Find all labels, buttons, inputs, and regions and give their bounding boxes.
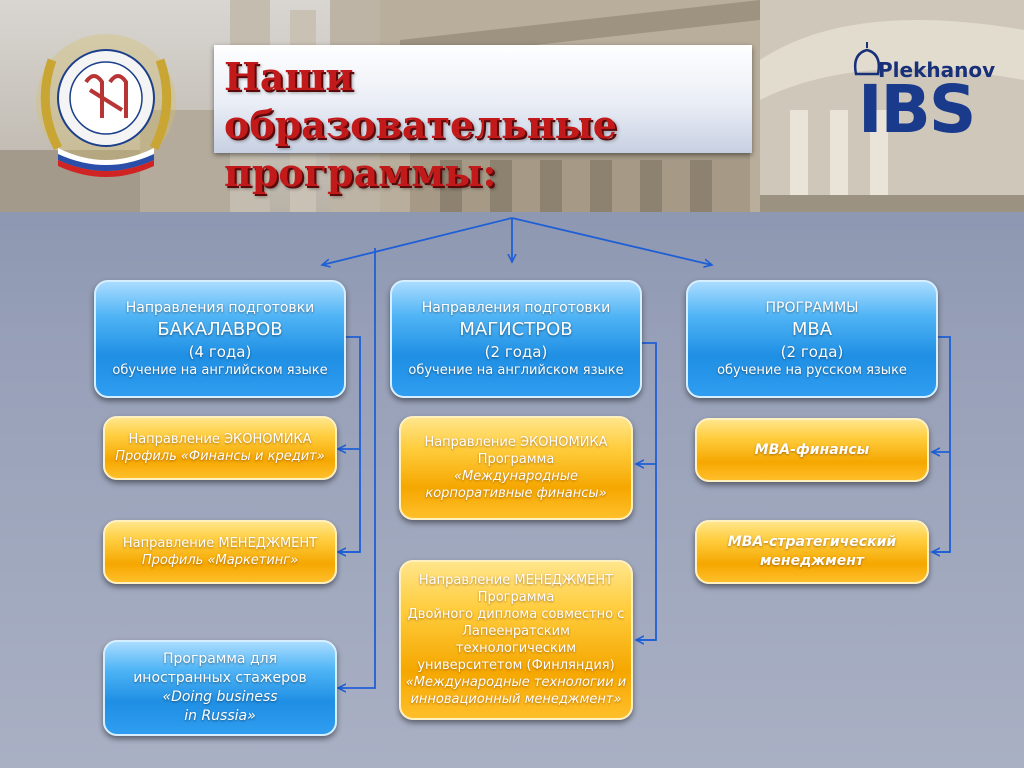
masters-management-line2: Программа (477, 590, 555, 605)
mba-strategic-line2: менеджмент (759, 553, 865, 569)
ibs-logo: Plekhanov IBS (850, 40, 1000, 156)
mba-strategic-line1: MBA-стратегический (727, 534, 897, 550)
header-banner: Наши образовательные программы: Plekhano… (0, 0, 1024, 212)
foreign-interns-line2: иностранных стажеров (133, 670, 307, 686)
masters-economics-line1: Направление ЭКОНОМИКА (424, 435, 608, 450)
masters-economics-line4: корпоративные финансы» (425, 486, 607, 501)
foreign-interns-line1: Программа для (162, 651, 277, 667)
bachelors-economics-box: Направление ЭКОНОМИКА Профиль «Финансы и… (103, 416, 337, 480)
dome-icon (853, 42, 881, 76)
mba-line4: обучение на русском языке (717, 363, 907, 378)
masters-economics-line2: Программа (477, 452, 555, 467)
masters-line3: (2 года) (484, 343, 548, 361)
mba-finance-line1: MBA-финансы (754, 441, 870, 458)
bachelors-line3: (4 года) (188, 343, 252, 361)
bachelors-header-box: Направления подготовки БАКАЛАВРОВ (4 год… (94, 280, 346, 398)
foreign-interns-line3: «Doing business (162, 689, 278, 705)
connector-top-right (511, 217, 712, 265)
masters-management-line1: Направление МЕНЕДЖМЕНТ (418, 573, 614, 588)
bachelors-management-line1: Направление МЕНЕДЖМЕНТ (122, 536, 318, 551)
foreign-interns-box: Программа для иностранных стажеров «Doin… (103, 640, 337, 736)
mba-line3: (2 года) (780, 343, 844, 361)
masters-line4: обучение на английском языке (408, 363, 624, 378)
title-box: Наши образовательные программы: (214, 45, 752, 195)
masters-header-box: Направления подготовки МАГИСТРОВ (2 года… (390, 280, 642, 398)
mba-line2: MBA (791, 319, 833, 340)
brand-abbr: IBS (858, 71, 976, 148)
page-title: Наши образовательные программы: (224, 54, 617, 195)
mba-line1: ПРОГРАММЫ (765, 300, 859, 316)
mba-strategic-box: MBA-стратегический менеджмент (695, 520, 929, 584)
masters-management-line7: инновационный менеджмент» (410, 692, 622, 707)
bachelors-line1: Направления подготовки (125, 300, 315, 316)
brand-name: Plekhanov (878, 58, 996, 82)
mba-header-box: ПРОГРАММЫ MBA (2 года) обучение на русск… (686, 280, 938, 398)
masters-management-box: Направление МЕНЕДЖМЕНТ Программа Двойног… (399, 560, 633, 720)
foreign-interns-line4: in Russia» (184, 708, 256, 724)
bachelors-line2: БАКАЛАВРОВ (157, 319, 283, 340)
masters-management-line4: Лапеенратским технологическим (455, 624, 577, 656)
connector-foreign (338, 248, 376, 688)
bachelors-management-box: Направление МЕНЕДЖМЕНТ Профиль «Маркетин… (103, 520, 337, 584)
university-emblem (36, 34, 176, 177)
masters-line1: Направления подготовки (421, 300, 611, 316)
mba-finance-box: MBA-финансы (695, 418, 929, 482)
masters-management-line6: «Международные технологии и (405, 675, 627, 690)
bachelors-economics-line1: Направление ЭКОНОМИКА (128, 432, 312, 447)
bachelors-management-line2: Профиль «Маркетинг» (141, 553, 299, 568)
masters-management-line3: Двойного диплома совместно с (407, 607, 625, 622)
masters-management-line5: университетом (Финляндия) (417, 658, 615, 673)
bachelors-economics-line2: Профиль «Финансы и кредит» (115, 449, 325, 464)
masters-line2: МАГИСТРОВ (459, 319, 573, 340)
bachelors-line4: обучение на английском языке (112, 363, 328, 378)
connector-top-left (322, 217, 513, 265)
masters-economics-box: Направление ЭКОНОМИКА Программа «Междуна… (399, 416, 633, 520)
masters-economics-line3: «Международные (453, 469, 579, 484)
